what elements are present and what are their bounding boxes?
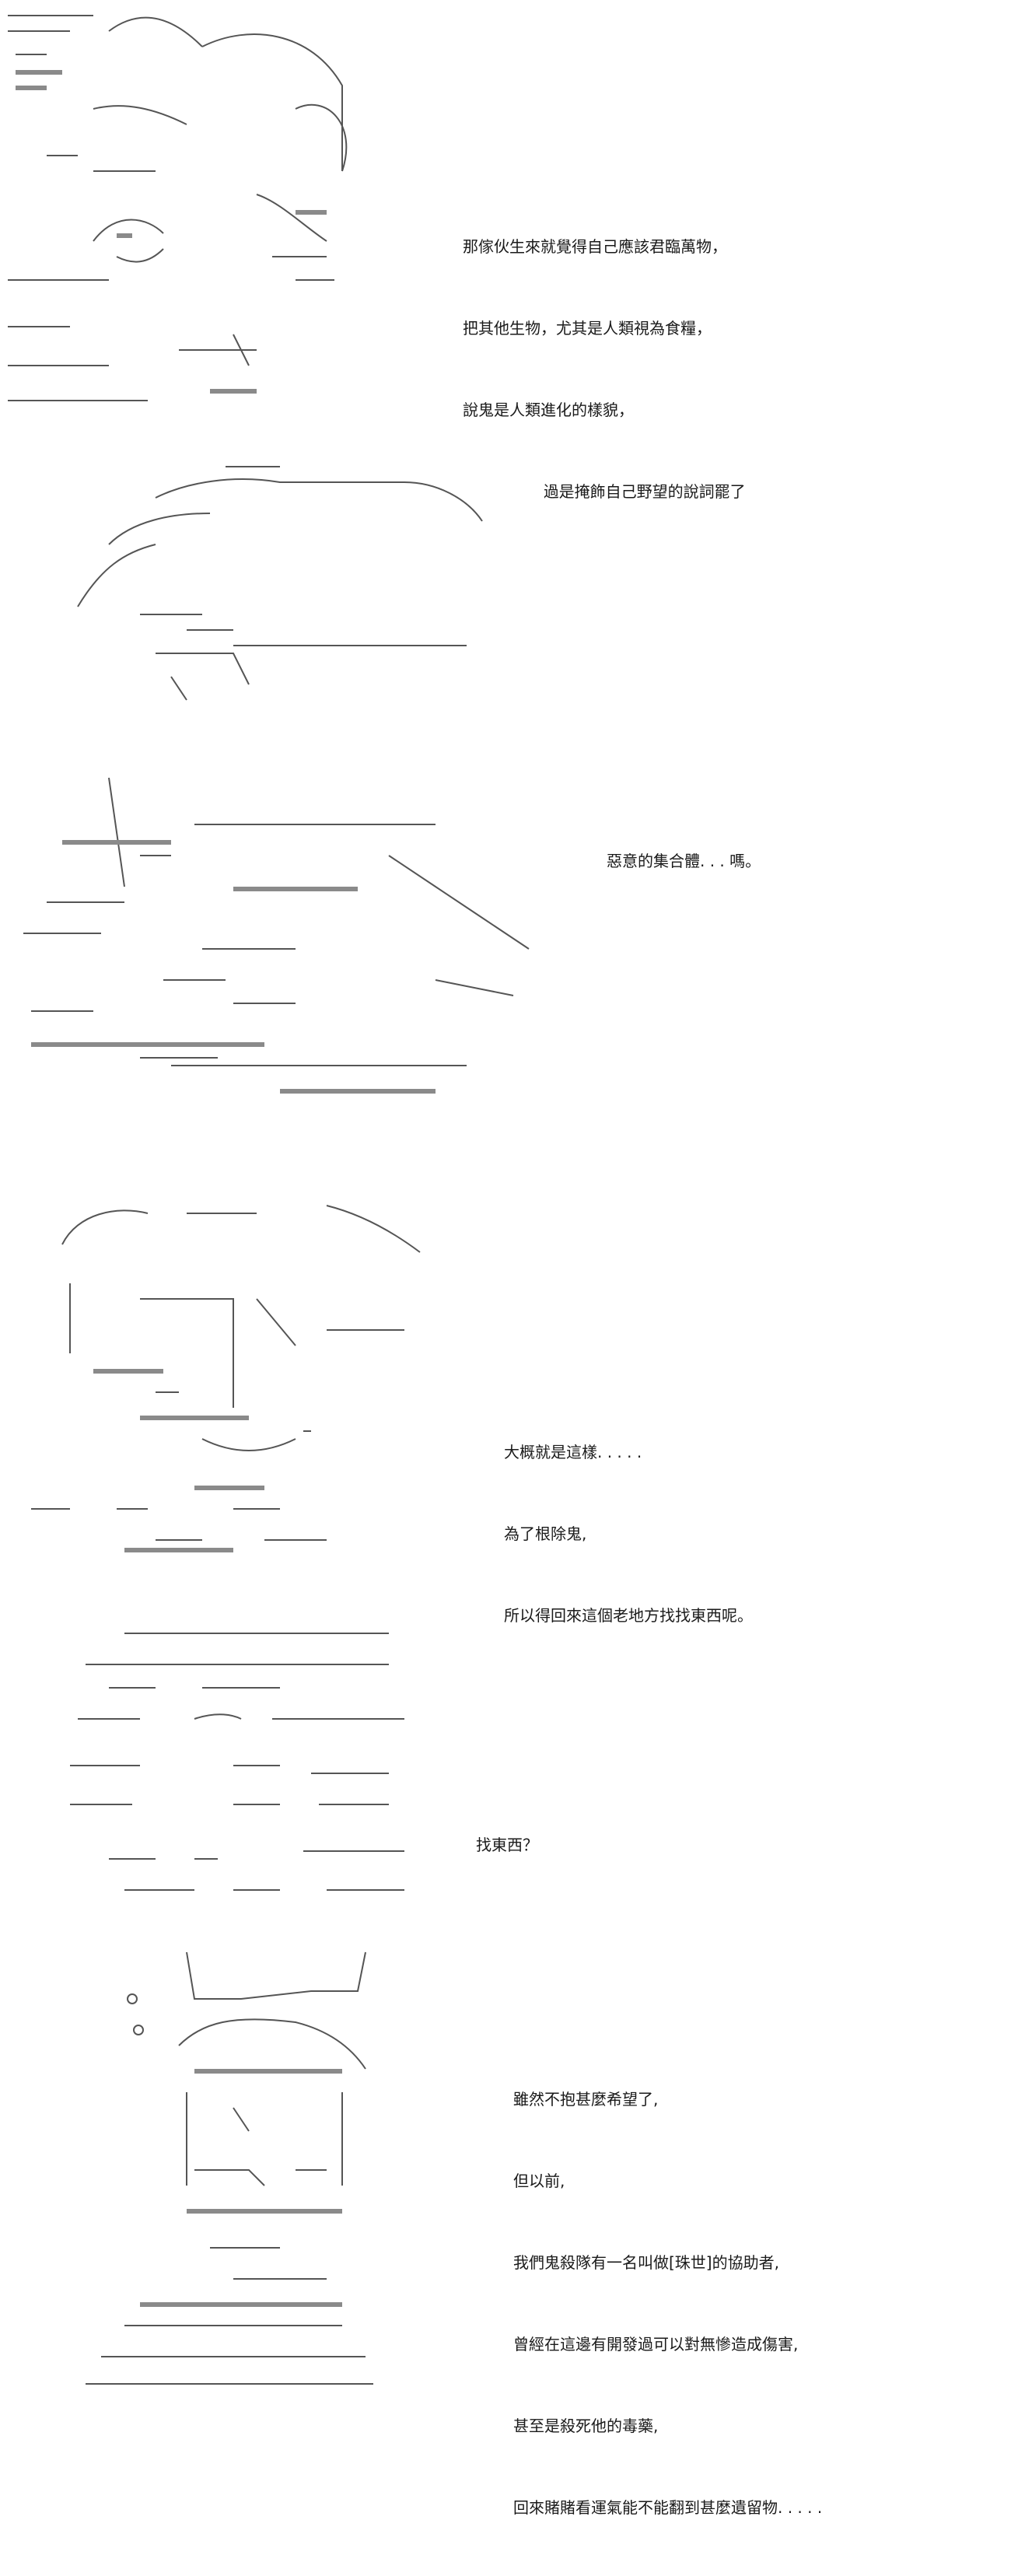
panel-2: 惡意的集合體. . . 嗎。 [0,451,1011,1136]
dialogue-line: 我們鬼殺隊有一名叫做[珠世]的協助者, [513,2253,779,2272]
dialogue-line: 回來賭賭看運氣能不能翻到甚麼遺留物. . . . . [513,2498,823,2517]
dialogue-line: 雖然不抱甚麼希望了, [513,2090,659,2109]
ascii-art-3 [0,1182,451,1587]
dialogue-line: 惡意的集合體. . . 嗎。 [607,852,761,870]
ascii-art-4 [0,1602,436,1929]
dialogue-line: 找東西？ [476,1836,538,1854]
dialogue-line: 曾經在這邊有開發過可以對無慘造成傷害, [513,2335,799,2354]
dialogue-4: 找東西？ [476,1777,538,1913]
dialogue-line: 把其他生物，尤其是人類視為食糧， [463,319,712,338]
dialogue-1: 那傢伙生來就覺得自己應該君臨萬物， 把其他生物，尤其是人類視為食糧， 說鬼是人類… [463,179,746,560]
panel-4: 找東西？ [0,1602,1011,1929]
dialogue-line: 為了根除鬼, [504,1524,587,1543]
ascii-art-1 [0,0,373,420]
dialogue-line: 大概就是這樣. . . . . [504,1443,642,1461]
dialogue-line: 所以得回來這個老地方找找東西呢。 [504,1606,753,1625]
dialogue-5: 雖然不抱甚麼希望了, 但以前, 我們鬼殺隊有一名叫做[珠世]的協助者, 曾經在這… [513,2032,822,2576]
dialogue-line: 那傢伙生來就覺得自己應該君臨萬物， [463,237,727,256]
panel-1: 那傢伙生來就覺得自己應該君臨萬物， 把其他生物，尤其是人類視為食糧， 說鬼是人類… [0,0,1011,501]
dialogue-line: 說鬼是人類進化的樣貌， [463,401,634,419]
dialogue-line: 甚至是殺死他的毒藥, [513,2417,659,2435]
panel-3: 大概就是這樣. . . . . 為了根除鬼, 所以得回來這個老地方找找東西呢。 [0,1182,1011,1625]
dialogue-3: 大概就是這樣. . . . . 為了根除鬼, 所以得回來這個老地方找找東西呢。 [504,1384,753,1684]
ascii-art-2 [0,451,544,1136]
dialogue-2: 惡意的集合體. . . 嗎。 [607,793,761,929]
ascii-art-5 [0,1937,467,2396]
dialogue-line: 但以前, [513,2172,565,2190]
panel-5: 雖然不抱甚麼希望了, 但以前, 我們鬼殺隊有一名叫做[珠世]的協助者, 曾經在這… [0,1937,1011,2517]
